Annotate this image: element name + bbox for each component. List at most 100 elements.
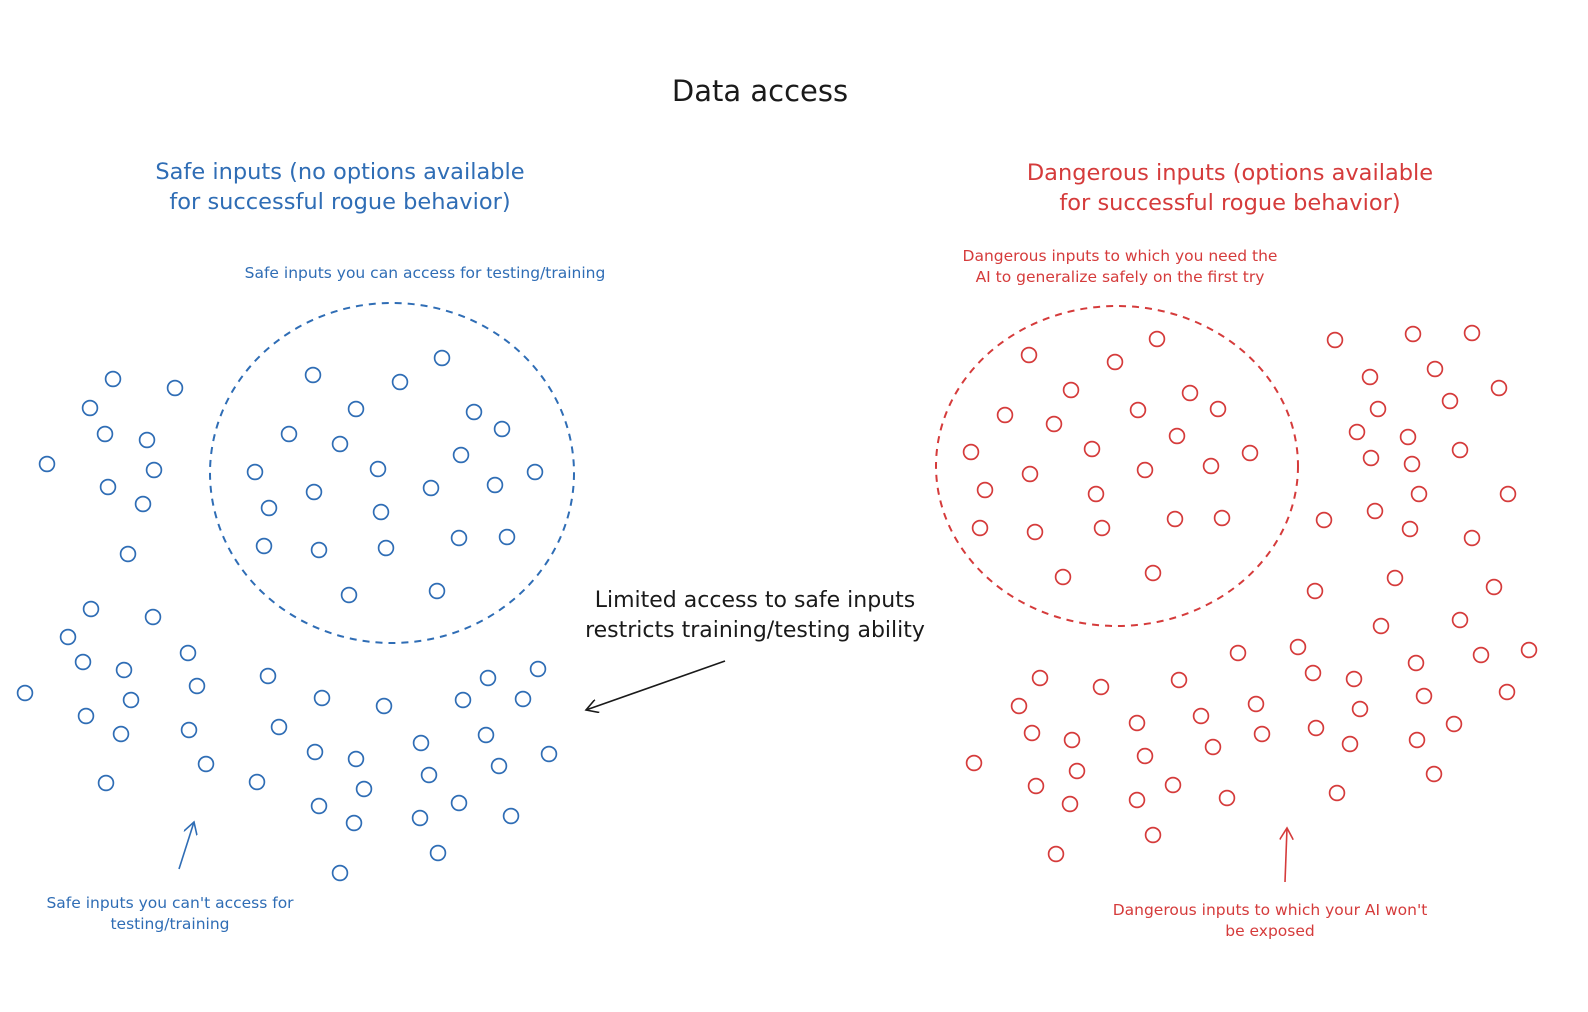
safe-input-dot — [280, 425, 298, 443]
dangerous-input-dot — [1010, 697, 1028, 715]
safe-input-dot — [422, 479, 440, 497]
dangerous-inputs-heading-line1: Dangerous inputs (options available — [1026, 160, 1434, 186]
dangerous-input-dot — [1093, 519, 1111, 537]
dangerous-input-dot — [1054, 568, 1072, 586]
safe-input-dot — [119, 545, 137, 563]
dangerous-input-dot — [1106, 353, 1124, 371]
safe-input-dot — [355, 780, 373, 798]
dangerous-input-dot — [1168, 427, 1186, 445]
dangerous-input-dot — [1490, 379, 1508, 397]
safe-input-dot — [479, 669, 497, 687]
safe-input-dot — [179, 644, 197, 662]
safe-accessible-region — [209, 302, 575, 644]
dangerous-input-dot — [1306, 582, 1324, 600]
dangerous-input-dot — [1045, 415, 1063, 433]
dangerous-input-dot — [1170, 671, 1188, 689]
dangerous-input-dots — [962, 324, 1538, 863]
dangerous-unexposed-label-line2: be exposed — [1225, 922, 1315, 940]
dangerous-input-dot — [1129, 401, 1147, 419]
dangerous-input-dot — [1209, 400, 1227, 418]
dangerous-input-dot — [976, 481, 994, 499]
dangerous-input-dot — [1021, 465, 1039, 483]
dangerous-input-dot — [1386, 569, 1404, 587]
dangerous-input-dot — [1366, 502, 1384, 520]
dangerous-input-dot — [1047, 845, 1065, 863]
dangerous-input-dot — [1345, 670, 1363, 688]
dangerous-generalize-label-line2: AI to generalize safely on the first try — [975, 268, 1265, 286]
safe-inputs-heading: Safe inputs (no options available for su… — [130, 157, 550, 217]
dangerous-input-dot — [1315, 511, 1333, 529]
safe-input-dot — [450, 794, 468, 812]
safe-input-dot — [97, 774, 115, 792]
safe-input-dot — [450, 529, 468, 547]
dangerous-input-dot — [1399, 428, 1417, 446]
dangerous-input-dot — [1213, 509, 1231, 527]
dangerous-input-dot — [1351, 700, 1369, 718]
safe-input-dot — [433, 349, 451, 367]
dangerous-input-dot — [1472, 646, 1490, 664]
safe-input-dot — [331, 435, 349, 453]
safe-input-dot — [82, 600, 100, 618]
safe-input-dot — [134, 495, 152, 513]
safe-input-dot — [38, 455, 56, 473]
dangerous-input-dot — [1136, 747, 1154, 765]
dangerous-input-dot — [1063, 731, 1081, 749]
dangerous-input-dot — [1027, 777, 1045, 795]
safe-input-dot — [313, 689, 331, 707]
dangerous-input-dot — [962, 443, 980, 461]
safe-input-dot — [375, 697, 393, 715]
safe-input-dot — [498, 528, 516, 546]
dangerous-input-dot — [1361, 368, 1379, 386]
dangerous-input-dot — [1407, 654, 1425, 672]
safe-input-dot — [138, 431, 156, 449]
safe-input-dot — [248, 773, 266, 791]
safe-input-dot — [369, 460, 387, 478]
dangerous-input-dot — [1128, 791, 1146, 809]
safe-inputs-heading-line1: Safe inputs (no options available — [155, 159, 525, 185]
safe-input-dot — [16, 684, 34, 702]
safe-input-dot — [411, 809, 429, 827]
dangerous-input-dot — [1241, 444, 1259, 462]
safe-input-dot — [305, 483, 323, 501]
dangerous-input-dot — [1166, 510, 1184, 528]
safe-input-dot — [493, 420, 511, 438]
dangerous-input-dot — [1404, 325, 1422, 343]
dangerous-input-dot — [1408, 731, 1426, 749]
dangerous-input-dot — [1498, 683, 1516, 701]
dangerous-input-dot — [1202, 457, 1220, 475]
safe-input-dot — [540, 745, 558, 763]
dangerous-input-dot — [1463, 324, 1481, 342]
safe-inaccessible-arrow — [178, 822, 194, 870]
center-note-line2: restricts training/testing ability — [585, 618, 925, 643]
safe-input-dot — [112, 725, 130, 743]
dangerous-input-dot — [1144, 826, 1162, 844]
safe-input-dot — [259, 667, 277, 685]
safe-input-dot — [331, 864, 349, 882]
safe-inputs-heading-line2: for successful rogue behavior) — [169, 189, 511, 215]
dangerous-input-dot — [1485, 578, 1503, 596]
dangerous-input-dot — [1445, 715, 1463, 733]
safe-input-dot — [529, 660, 547, 678]
dangerous-input-dot — [1192, 707, 1210, 725]
safe-input-dot — [391, 373, 409, 391]
center-note: Limited access to safe inputs restricts … — [575, 586, 935, 646]
safe-input-dot — [477, 726, 495, 744]
safe-input-dot — [412, 734, 430, 752]
safe-input-dot — [270, 718, 288, 736]
safe-input-dot — [452, 446, 470, 464]
dangerous-input-dot — [1328, 784, 1346, 802]
dangerous-input-dot — [1304, 664, 1322, 682]
dangerous-unexposed-label-line1: Dangerous inputs to which your AI won't — [1112, 901, 1428, 919]
dangerous-input-dot — [1415, 687, 1433, 705]
safe-input-dot — [502, 807, 520, 825]
safe-inaccessible-label: Safe inputs you can't access for testing… — [40, 893, 300, 935]
dangerous-input-dot — [1307, 719, 1325, 737]
safe-input-dot — [372, 503, 390, 521]
dangerous-inputs-heading-line2: for successful rogue behavior) — [1059, 190, 1401, 216]
safe-input-dot — [246, 463, 264, 481]
dangerous-input-dot — [1372, 617, 1390, 635]
safe-input-dot — [188, 677, 206, 695]
dangerous-input-dot — [1164, 776, 1182, 794]
dangerous-input-dot — [1020, 346, 1038, 364]
